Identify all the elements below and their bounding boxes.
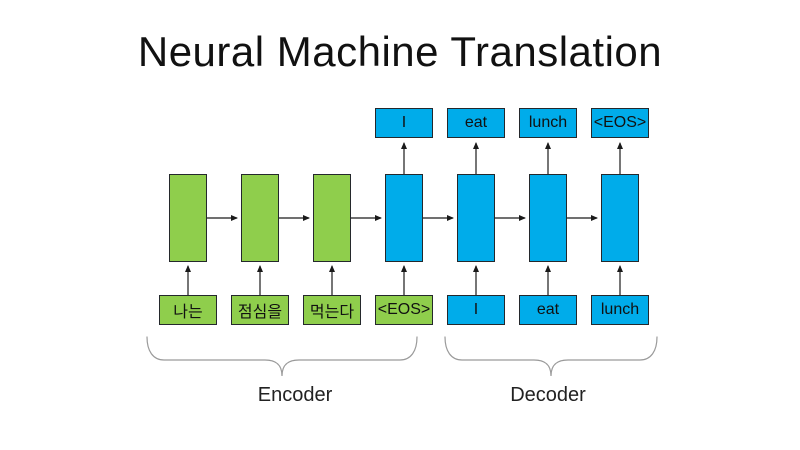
rnn-cell-encoder [169, 174, 207, 262]
encoder-label: Encoder [257, 384, 333, 406]
encoder-input-token-box: 점심을 [231, 295, 289, 325]
output-token-box: eat [447, 108, 505, 138]
decoder-input-token-box: eat [519, 295, 577, 325]
slide-title: Neural Machine Translation [137, 28, 663, 75]
encoder-input-token-box: 먹는다 [303, 295, 361, 325]
rnn-cell-decoder [601, 174, 639, 262]
output-token-box: lunch [519, 108, 577, 138]
decoder-brace [444, 336, 658, 377]
encoder-input-token-box: 나는 [159, 295, 217, 325]
rnn-cell-decoder [385, 174, 423, 262]
decoder-input-token-box: lunch [591, 295, 649, 325]
encoder-brace [146, 336, 418, 377]
rnn-cell-decoder [529, 174, 567, 262]
output-token-box: I [375, 108, 433, 138]
decoder-label: Decoder [510, 384, 586, 406]
rnn-cell-encoder [313, 174, 351, 262]
encoder-input-token-box: <EOS> [375, 295, 433, 325]
rnn-cell-decoder [457, 174, 495, 262]
rnn-cell-encoder [241, 174, 279, 262]
decoder-input-token-box: I [447, 295, 505, 325]
output-token-box: <EOS> [591, 108, 649, 138]
